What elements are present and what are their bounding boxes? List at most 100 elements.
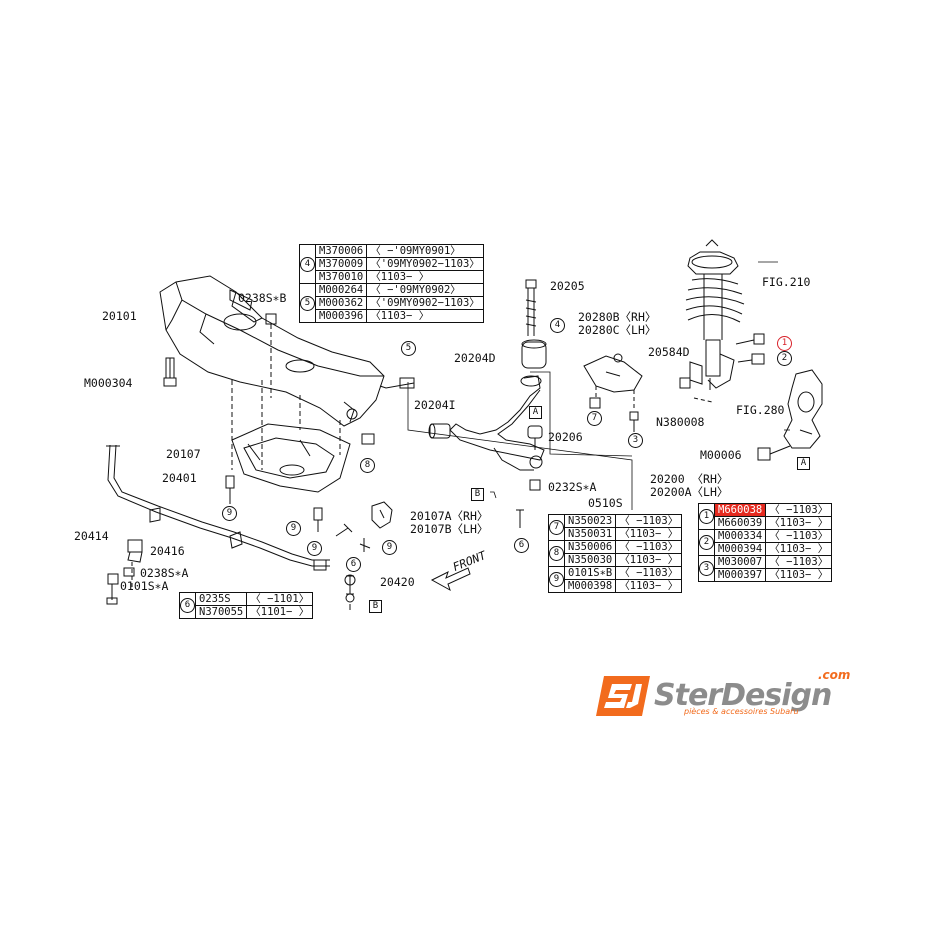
part-number[interactable]: M370006	[314, 244, 368, 258]
callout-4: 4	[550, 318, 565, 333]
label-20280c: 20280C〈LH〉	[578, 323, 657, 337]
part-number[interactable]: N350023	[563, 514, 617, 528]
callout-2: 2	[777, 351, 792, 366]
callout-5: 5	[401, 341, 416, 356]
label-20107: 20107	[166, 447, 201, 461]
ref-b-link: B	[369, 600, 382, 613]
date-range: 〈1103− 〉	[366, 270, 484, 284]
label-0101s-a: 0101S∗A	[120, 579, 169, 593]
part-number[interactable]: M000397	[713, 568, 767, 582]
label-0238s-b: 0238S∗B	[238, 291, 287, 305]
bracket-20584d	[689, 361, 703, 385]
stabilizer-bar-20401	[106, 444, 330, 567]
part-number[interactable]: M660038	[713, 503, 767, 517]
table-row: M370010〈1103− 〉	[300, 270, 484, 284]
group-number: 6	[180, 598, 195, 613]
part-number[interactable]: M370009	[314, 257, 368, 271]
label-n380008: N380008	[656, 415, 705, 429]
date-range: 〈1103− 〉	[366, 309, 484, 323]
group-number: 2	[699, 535, 714, 550]
part-number[interactable]: N350006	[563, 540, 617, 554]
knuckle-assembly	[783, 369, 823, 449]
date-range: 〈1103− 〉	[615, 527, 683, 541]
bolt-3	[629, 411, 639, 432]
label-20101: 20101	[102, 309, 137, 323]
date-range: 〈 −1103〉	[765, 503, 833, 517]
date-range: 〈1103− 〉	[615, 553, 683, 567]
ref-a-knuckle: A	[797, 457, 810, 470]
date-range: 〈 −1101〉	[246, 592, 314, 606]
group-number: 8	[549, 546, 564, 561]
date-range: 〈'09MY0902−1103〉	[366, 296, 484, 310]
bolt-6-right	[516, 509, 524, 528]
part-number[interactable]: M000264	[314, 283, 368, 297]
label-20200a: 20200A〈LH〉	[650, 485, 729, 499]
part-number[interactable]: 0101S∗B	[563, 566, 617, 580]
date-range: 〈1103− 〉	[765, 568, 833, 582]
part-number[interactable]: M660039	[713, 516, 767, 530]
date-range: 〈1101− 〉	[246, 605, 314, 619]
part-number[interactable]: M030007	[713, 555, 767, 569]
table-row: M000397〈1103− 〉	[699, 568, 833, 582]
part-number[interactable]: N350031	[563, 527, 617, 541]
bushing-20204i	[428, 423, 451, 439]
callout-3: 3	[628, 433, 643, 448]
stabilizer-link-20420	[313, 559, 356, 610]
sterdesign-logo-mark	[596, 676, 650, 716]
callout-9-low: 9	[307, 541, 322, 556]
date-range: 〈 −'09MY0902〉	[366, 283, 484, 297]
label-fig210[interactable]: FIG.210	[762, 275, 811, 289]
logo-suffix: .com	[818, 668, 851, 682]
ref-a-arm: A	[529, 406, 542, 419]
front-arrow	[430, 567, 471, 592]
label-20107b: 20107B〈LH〉	[410, 522, 489, 536]
callout-9-right: 9	[382, 540, 397, 555]
table-row: M000396〈1103− 〉	[300, 309, 484, 323]
date-range: 〈 −1103〉	[615, 514, 683, 528]
label-20206: 20206	[548, 430, 583, 444]
nut-8	[361, 433, 375, 445]
part-number[interactable]: N370055	[194, 605, 248, 619]
part-number[interactable]: M000396	[314, 309, 368, 323]
part-number[interactable]: M000334	[713, 529, 767, 543]
label-20280b: 20280B〈RH〉	[578, 310, 657, 324]
label-0238s-a: 0238S∗A	[140, 566, 189, 580]
date-range: 〈 −1103〉	[615, 540, 683, 554]
label-20401: 20401	[162, 471, 197, 485]
label-20200: 20200 〈RH〉	[650, 472, 729, 486]
label-0510s: 0510S	[588, 496, 623, 510]
label-m00006: M00006	[700, 448, 742, 462]
bolt-0238s-b	[265, 313, 277, 398]
lower-arm-20200	[449, 375, 545, 471]
part-number[interactable]: 0235S	[194, 592, 248, 606]
ball-joint-20206	[527, 425, 543, 450]
label-20584d: 20584D	[648, 345, 690, 359]
table-row: M000398〈1103− 〉	[549, 579, 683, 593]
callout-6-right: 6	[514, 538, 529, 553]
date-range: 〈 −1103〉	[765, 529, 833, 543]
part-number[interactable]: M000398	[563, 579, 617, 593]
bolt-20205	[525, 279, 537, 336]
bolt-m000304	[163, 357, 177, 387]
part-number[interactable]: M000394	[713, 542, 767, 556]
part-number[interactable]: M000362	[314, 296, 368, 310]
support-plate-20107	[231, 423, 351, 493]
label-fig280[interactable]: FIG.280	[736, 403, 785, 417]
part-number[interactable]: M370010	[314, 270, 368, 284]
label-m000304: M000304	[84, 376, 133, 390]
group-number: 4	[300, 256, 315, 272]
table-row: M000362〈'09MY0902−1103〉	[300, 296, 484, 310]
group-number: 7	[549, 520, 564, 535]
part-number[interactable]: N350030	[563, 553, 617, 567]
label-20414: 20414	[74, 529, 109, 543]
